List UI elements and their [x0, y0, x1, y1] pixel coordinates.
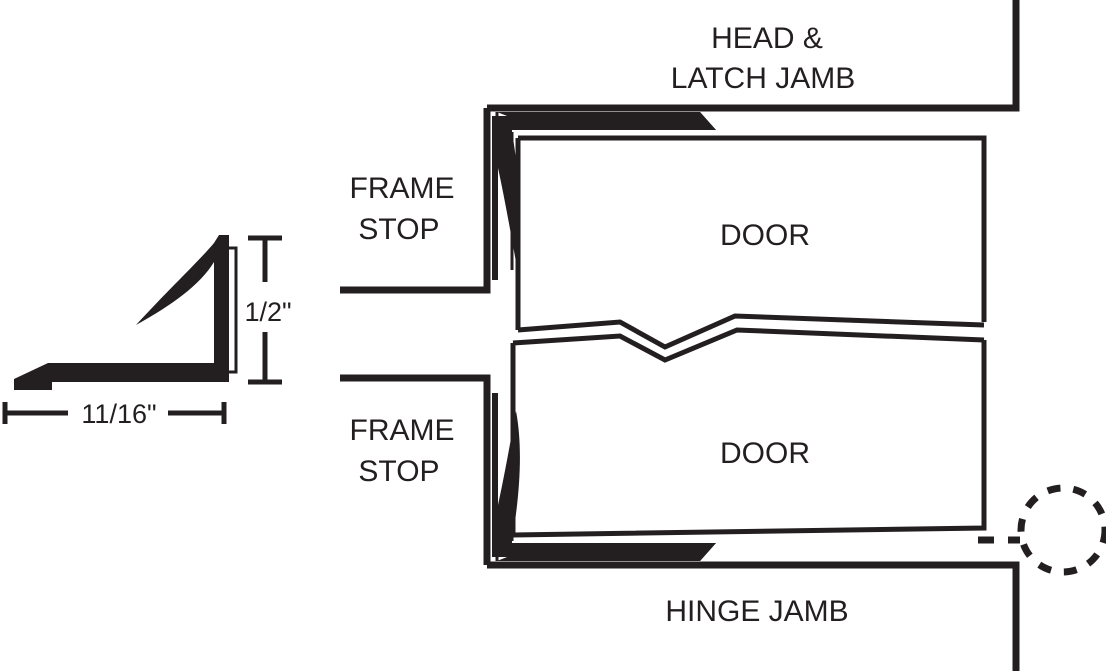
frame-stop-leader-lower: [340, 374, 491, 398]
dimension-height-group: 1/2": [244, 235, 292, 385]
frame-stop-leader-upper: [340, 272, 491, 294]
upper-weatherstrip-gasket: [492, 112, 716, 280]
break-line-lower: [512, 327, 985, 363]
frame-stop-label-upper-line1: FRAME: [350, 172, 455, 205]
door-leaf-lower: [510, 327, 987, 538]
door-leaf-upper: [515, 135, 987, 350]
door-label-lower: DOOR: [720, 437, 810, 470]
profile-horizontal-leg: [14, 363, 229, 390]
hinge-circle-icon: [1017, 484, 1106, 576]
gasket-inner-outline-upper: [495, 112, 514, 270]
sill-gasket-mitre-wedge: [660, 543, 716, 561]
outer-frame-outline: [483, 0, 1020, 671]
door-lower-outline: [512, 340, 987, 538]
dimension-width-text: 11/16": [81, 399, 156, 429]
door-label-upper: DOOR: [720, 219, 810, 252]
frame-stop-label-upper-line2: STOP: [358, 213, 439, 246]
title-hinge-jamb: HINGE JAMB: [665, 595, 848, 628]
title-head-latch-jamb-line1: HEAD &: [711, 22, 823, 55]
weatherstrip-profile-detail: 1/2" 11/16": [2, 235, 292, 429]
title-head-latch-jamb-line2: LATCH JAMB: [671, 62, 855, 95]
door-upper-outline: [518, 135, 987, 322]
outer-frame-top-right: [487, 0, 1020, 112]
jamb-gasket-vertical-fin-lower: [492, 393, 520, 557]
outer-frame-bottom-right: [487, 561, 1020, 671]
head-gasket-mitre-wedge: [660, 112, 716, 130]
profile-inner-edge-line: [229, 246, 238, 374]
profile-vertical-leg-with-fin: [136, 235, 229, 380]
dimension-height-text: 1/2": [244, 297, 291, 327]
frame-stop-label-lower-line2: STOP: [358, 455, 439, 488]
dimension-width-group: 11/16": [2, 399, 227, 429]
break-line-upper: [517, 313, 985, 350]
hinge-pivot-symbol: [978, 484, 1106, 576]
frame-stop-label-lower-line1: FRAME: [350, 414, 455, 447]
